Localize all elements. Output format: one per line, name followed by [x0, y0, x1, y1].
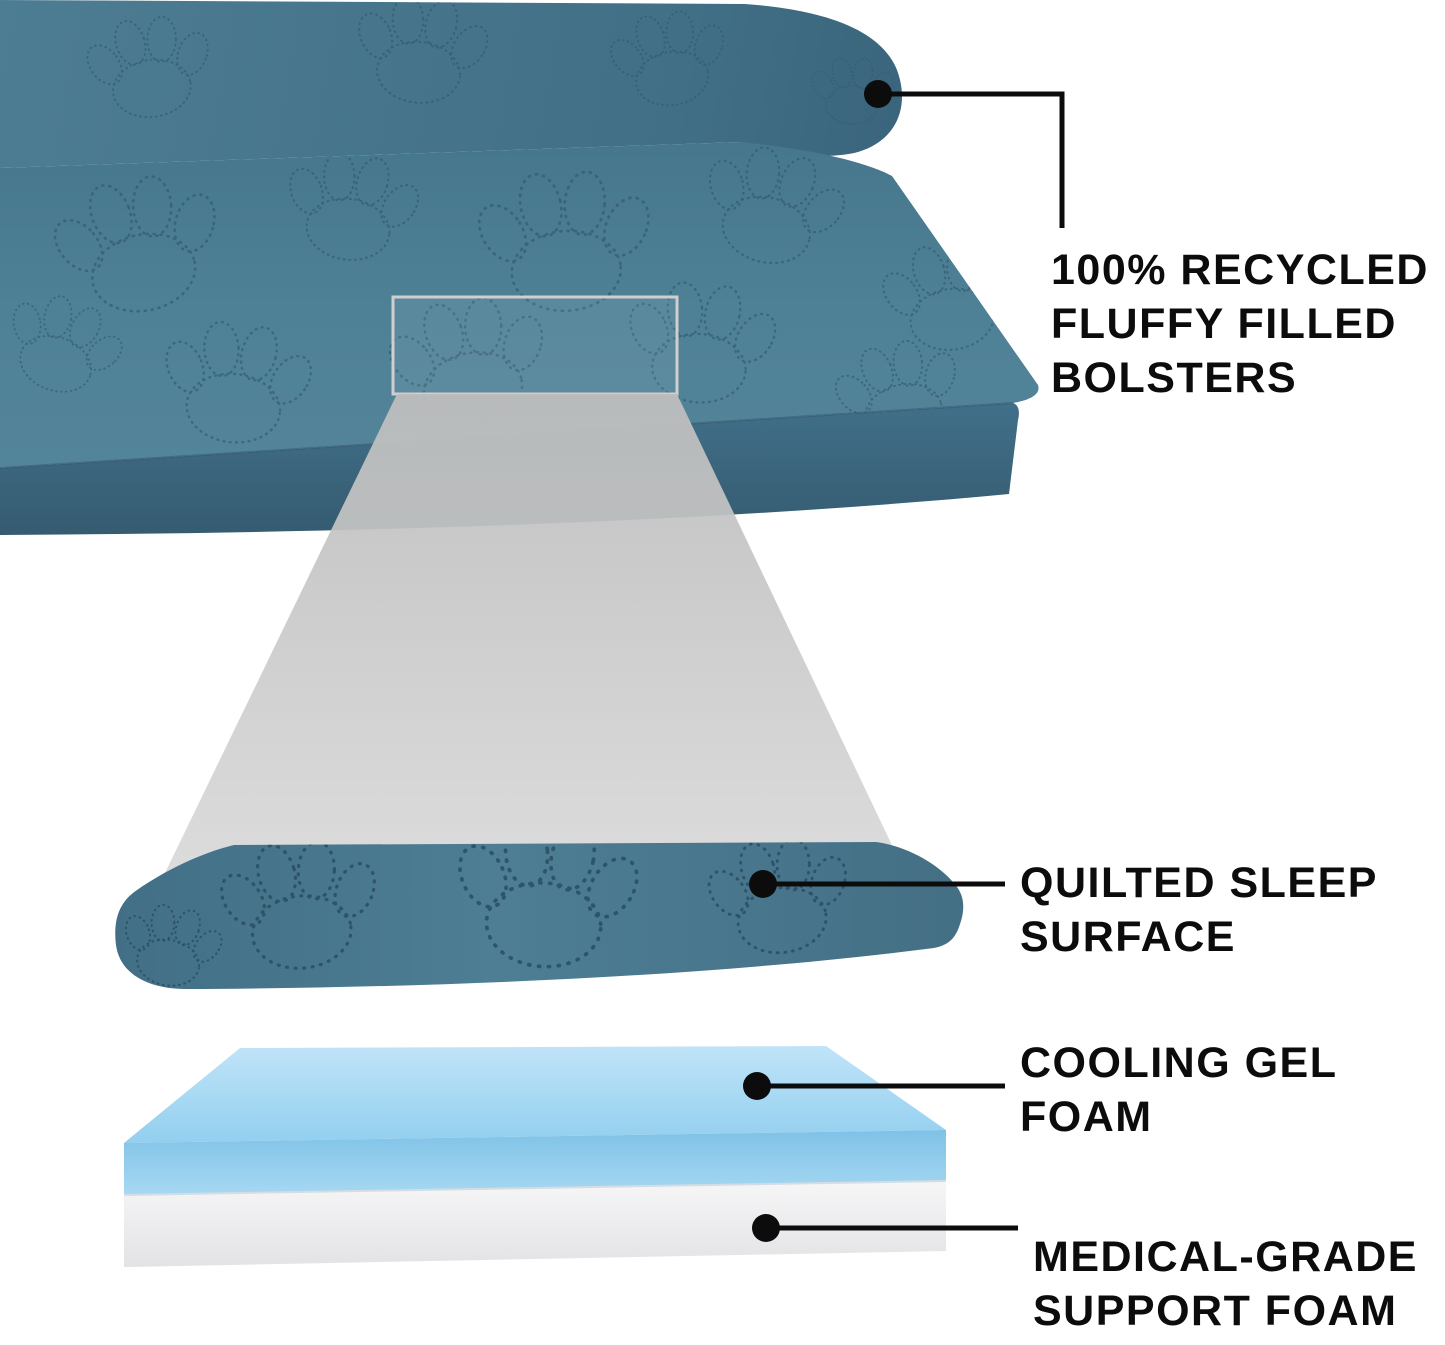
- callout-cooling-gel-pointer: [743, 1072, 1005, 1100]
- zoom-source-rect: [391, 295, 679, 396]
- callout-dot: [749, 870, 777, 898]
- label-line: BOLSTERS: [1051, 354, 1298, 402]
- label-line: FOAM: [1020, 1093, 1153, 1141]
- label-line: FLUFFY FILLED: [1051, 300, 1397, 348]
- label-line: QUILTED SLEEP: [1020, 859, 1378, 907]
- bolster-pillow: [0, 0, 903, 168]
- callout-sleep-surface-label: QUILTED SLEEP SURFACE: [1020, 856, 1378, 964]
- label-line: 100% RECYCLED: [1051, 246, 1429, 294]
- callout-cooling-gel-label: COOLING GEL FOAM: [1020, 1036, 1338, 1144]
- callout-dot: [864, 80, 892, 108]
- callout-bolsters-pointer: [864, 80, 1065, 228]
- callout-support-foam-label: MEDICAL-GRADE SUPPORT FOAM: [1033, 1230, 1418, 1338]
- cooling-gel-front-face: [124, 1130, 946, 1195]
- label-line: SUPPORT FOAM: [1033, 1287, 1398, 1335]
- gel-foam-boundary: [123, 1180, 947, 1196]
- label-line: COOLING GEL: [1020, 1039, 1338, 1087]
- support-foam-front-face: [124, 1181, 946, 1267]
- callout-bolsters-label: 100% RECYCLED FLUFFY FILLED BOLSTERS: [1051, 243, 1429, 405]
- foam-layers-illustration: [123, 1046, 947, 1267]
- label-line: MEDICAL-GRADE: [1033, 1233, 1418, 1281]
- label-line: SURFACE: [1020, 913, 1236, 961]
- callout-sleep-surface-pointer: [749, 870, 1005, 898]
- callout-support-foam-pointer: [752, 1214, 1018, 1242]
- callout-dot: [743, 1072, 771, 1100]
- mattress-top-surface: [0, 142, 1039, 468]
- zoom-beam: [148, 394, 900, 908]
- callout-dot: [752, 1214, 780, 1242]
- cooling-gel-top-face: [124, 1046, 946, 1143]
